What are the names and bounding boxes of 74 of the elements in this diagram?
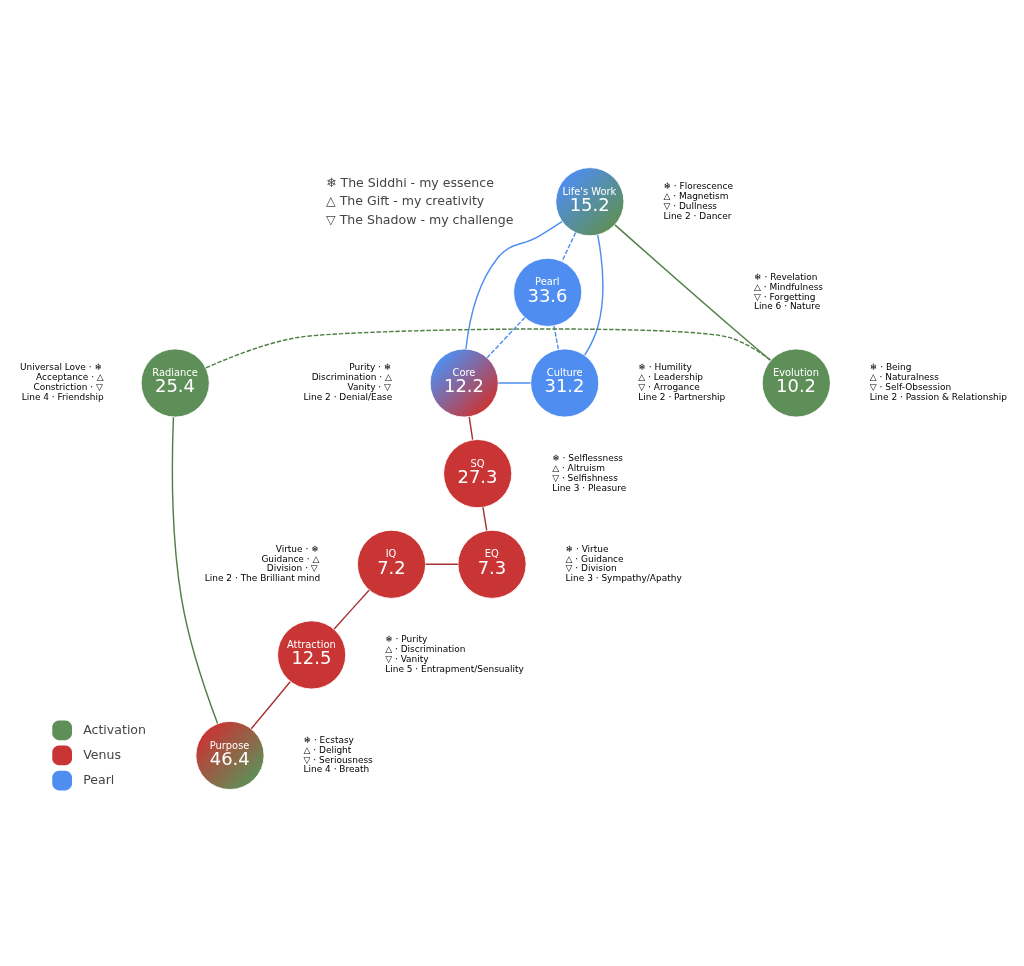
- node-label: ▽ · Arrogance: [638, 381, 700, 392]
- connector: [482, 506, 488, 531]
- node-circle: Evolution 10.2: [761, 347, 831, 418]
- node-label: Virtue · ❄: [275, 543, 319, 554]
- node-label: ▽ · Self-Obsession: [869, 381, 952, 392]
- legend-label: Activation: [83, 721, 147, 737]
- node-label: ❄ · Ecstasy: [303, 734, 354, 745]
- legend-label: △ The Gift - my creativity: [326, 192, 485, 208]
- connector: [553, 324, 560, 350]
- node-circle: IQ 7.2: [356, 529, 427, 599]
- node-label: △ · Discrimination: [385, 643, 466, 654]
- legend-label: ▽ The Shadow - my challenge: [326, 211, 514, 227]
- node-label: Purity · ❄: [349, 361, 392, 372]
- connector: [468, 415, 474, 440]
- node-label: Line 3 · Sympathy/Apathy: [565, 572, 682, 583]
- node-label: ▽ · Selfishness: [552, 472, 618, 483]
- node-label: ▽ · Forgetting: [754, 291, 816, 302]
- node-circle: SQ 27.3: [443, 438, 513, 508]
- node-label: Constriction · ▽: [33, 381, 103, 392]
- node-label: Line 2 · Denial/Ease: [303, 391, 393, 402]
- node-circle: Radiance 25.4: [140, 347, 210, 418]
- node-circle: Core 12.2: [429, 347, 499, 418]
- node-label: Acceptance · △: [36, 371, 104, 382]
- node-label: Line 2 · Partnership: [638, 391, 726, 402]
- node-label: △ · Altruism: [552, 462, 606, 473]
- node-label: △ · Naturalness: [869, 371, 939, 382]
- node-label: ❄ · Revelation: [754, 271, 818, 282]
- legend-label: Venus: [83, 746, 121, 762]
- node-circle: Life's Work 15.2: [555, 166, 625, 236]
- node-label: ❄ · Selflessness: [552, 452, 624, 463]
- node-label: ▽ · Seriousness: [303, 754, 373, 765]
- node-label: ❄ · Florescence: [663, 180, 733, 191]
- connector: [171, 416, 219, 724]
- legend-label: Pearl: [83, 771, 115, 787]
- node-label: ❄ · Purity: [385, 633, 428, 644]
- legend-label: ❄ The Siddhi - my essence: [326, 174, 494, 190]
- node-label: Line 2 · Passion & Relationship: [869, 391, 1007, 402]
- node-label: ❄ · Humility: [638, 361, 692, 372]
- connector: [561, 231, 577, 262]
- node-label: Vanity · ▽: [347, 381, 391, 392]
- node-circle: Culture 31.2: [530, 347, 600, 418]
- node-circle: Attraction 12.5: [277, 619, 347, 689]
- node-circle: Purpose 46.4: [195, 720, 265, 790]
- connector: [584, 233, 604, 356]
- node-label: Discrimination · △: [311, 371, 392, 382]
- node-label: Line 2 · Dancer: [663, 210, 732, 221]
- node-label: △ · Mindfulness: [754, 281, 824, 292]
- connector: [614, 223, 772, 361]
- node-label: △ · Guidance: [565, 553, 624, 564]
- connector: [205, 327, 772, 369]
- node-label: Line 5 · Entrapment/Sensuality: [385, 663, 524, 674]
- node-label: Line 4 · Friendship: [21, 391, 104, 402]
- node-label: Division · ▽: [266, 562, 318, 573]
- node-label: Guidance · △: [261, 553, 320, 564]
- node-label: Line 2 · The Brilliant mind: [204, 572, 321, 583]
- node-label: ❄ · Being: [869, 361, 912, 372]
- node-label: ▽ · Division: [565, 562, 617, 573]
- connector: [465, 220, 563, 350]
- node-label: △ · Leadership: [638, 371, 704, 382]
- node-label: △ · Delight: [303, 744, 352, 755]
- connector: [424, 563, 459, 565]
- node-label: ▽ · Dullness: [663, 200, 718, 211]
- node-circle: EQ 7.3: [457, 529, 527, 599]
- node-circle: Pearl 33.6: [513, 257, 583, 327]
- connector: [333, 588, 370, 630]
- connector: [486, 316, 526, 358]
- node-label: ▽ · Vanity: [385, 653, 429, 664]
- connector: [497, 381, 532, 384]
- node-label: ❄ · Virtue: [565, 543, 609, 554]
- node-label: Line 3 · Pleasure: [552, 482, 627, 493]
- node-label: Universal Love · ❄: [19, 361, 102, 372]
- node-label: △ · Magnetism: [663, 190, 729, 201]
- connector: [250, 680, 291, 729]
- node-label: Line 4 · Breath: [303, 763, 370, 774]
